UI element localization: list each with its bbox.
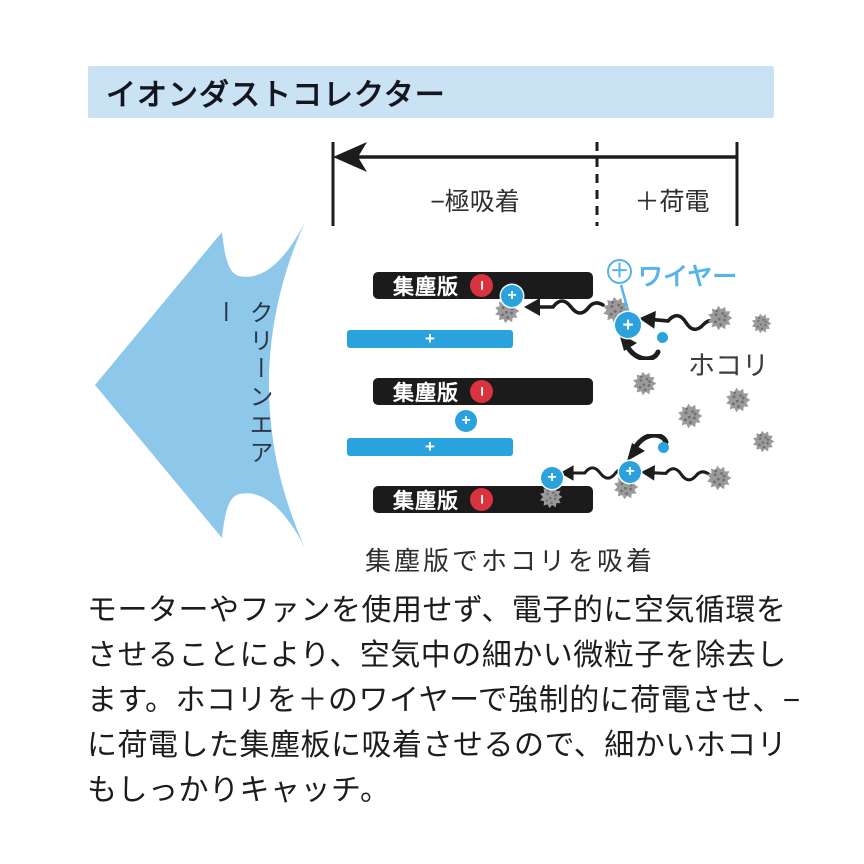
body-text-line: モーターやファンを使用せず、電子的に空気循環を — [87, 594, 787, 627]
collection-plate-2: 集塵版 − — [373, 378, 593, 405]
blue-dot-icon — [657, 332, 668, 343]
dust-label: ホコリ — [688, 351, 769, 381]
positive-electrode-bar-1: + — [347, 330, 513, 348]
zone-label-negative: −極吸着 — [430, 188, 520, 216]
ruler-arrowhead-icon — [333, 142, 367, 172]
curved-arrow-icon — [627, 434, 669, 461]
body-text-line: させることにより、空気中の細かい微粒子を除去し — [87, 639, 787, 672]
section-title-bar: イオンダストコレクター — [88, 66, 774, 118]
plus-charge-icon: + — [501, 285, 523, 307]
dust-particle-icon — [632, 371, 657, 396]
plus-charge-icon: + — [619, 461, 641, 483]
positive-electrode-bar-2: + — [347, 438, 513, 456]
clean-air-label: クリーンエアー — [210, 300, 272, 468]
minus-charge-icon: − — [470, 488, 493, 511]
zone-label-positive: ＋荷電 — [634, 188, 710, 216]
dust-particle-icon — [725, 387, 751, 413]
dust-particle-icon — [677, 403, 703, 429]
diagram-caption: 集塵版でホコリを吸着 — [365, 546, 656, 576]
dust-particle-icon — [706, 465, 732, 491]
minus-charge-icon: − — [470, 274, 493, 297]
clean-air-arrow — [95, 222, 305, 548]
body-text-line: もしっかりキャッチ。 — [87, 774, 391, 807]
wire-leader-line — [619, 284, 631, 315]
plate-label: 集塵版 — [393, 381, 459, 405]
wire-label: ワイヤー — [638, 263, 738, 291]
wire-plus-icon: ＋ — [607, 259, 632, 284]
plus-charge-icon: + — [541, 467, 563, 489]
wavy-arrow-icon — [524, 298, 605, 316]
plus-charge-icon: + — [615, 312, 641, 338]
minus-charge-icon: − — [470, 380, 493, 403]
collection-plate-1: 集塵版 − — [373, 272, 593, 299]
blue-dot-icon — [658, 442, 669, 453]
description-paragraph: モーターやファンを使用せず、電子的に空気循環を させることにより、空気中の細かい… — [87, 588, 807, 813]
dust-particle-icon — [707, 305, 733, 331]
section-title: イオンダストコレクター — [106, 79, 446, 112]
dust-particle-icon — [751, 313, 772, 334]
body-text-line: ます。ホコリを＋のワイヤーで強制的に荷電させ、− — [87, 684, 801, 717]
zone-ruler — [331, 142, 739, 226]
body-text-line: に荷電した集塵板に吸着させるので、細かいホコリ — [87, 729, 788, 762]
plate-label: 集塵版 — [393, 275, 459, 299]
plus-charge-icon: + — [455, 410, 477, 432]
dust-particle-icon — [752, 430, 775, 453]
plate-label: 集塵版 — [393, 489, 459, 513]
wavy-arrow-icon — [640, 465, 711, 482]
dust-particle-icon — [539, 485, 563, 509]
